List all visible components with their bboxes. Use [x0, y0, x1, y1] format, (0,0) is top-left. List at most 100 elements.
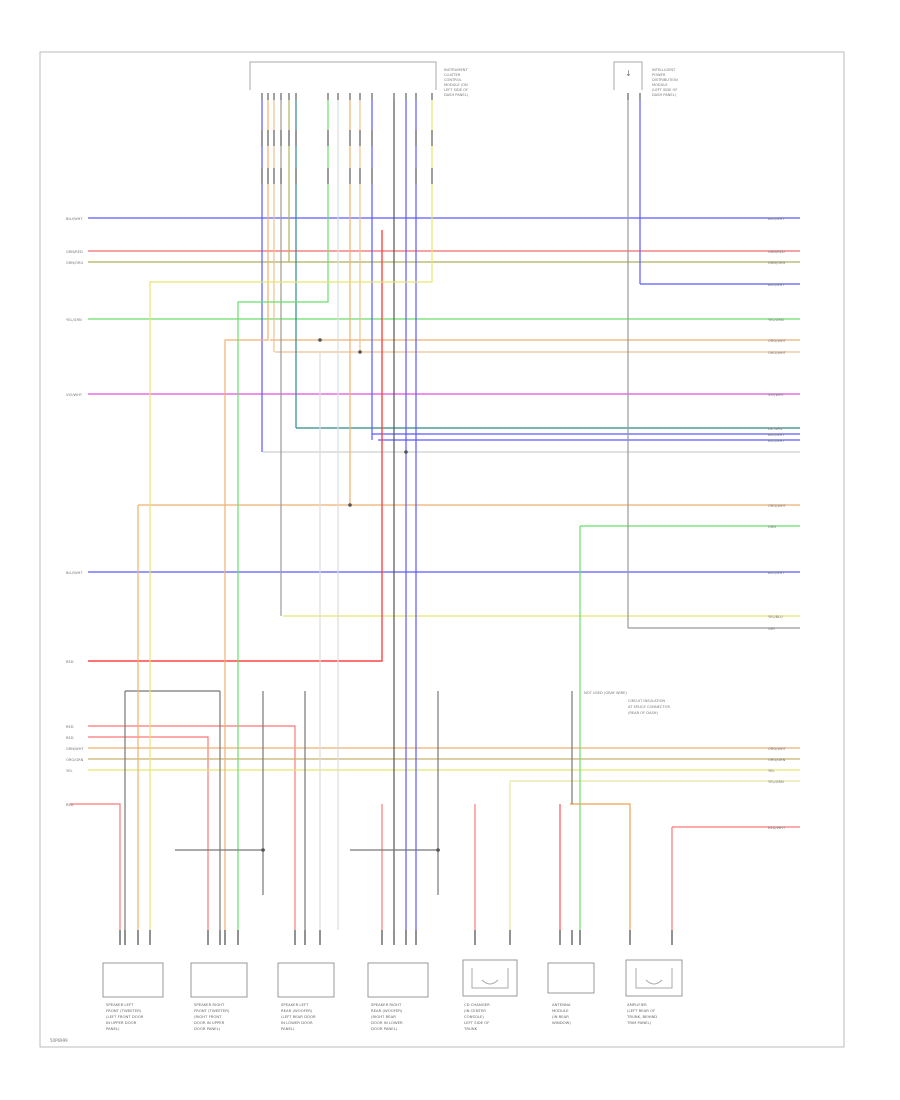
svg-text:ORG/GRN: ORG/GRN: [66, 758, 84, 762]
svg-text:DISTRIBUTION: DISTRIBUTION: [652, 78, 678, 82]
svg-text:DASH PANEL): DASH PANEL): [444, 93, 469, 97]
svg-text:BLU/WHT: BLU/WHT: [768, 439, 785, 443]
component-front-right-speaker: SPEAKER RIGHT FRONT (TWEETER) (RIGHT FRO…: [190, 962, 248, 1031]
svg-text:GRN/WHT: GRN/WHT: [66, 747, 84, 751]
rear-left-speaker-caption: SPEAKER LEFT REAR (WOOFER) (LEFT REAR DO…: [281, 1002, 316, 1031]
svg-text:DOOR IN LOWER: DOOR IN LOWER: [371, 1020, 403, 1025]
svg-text:ORG/GRN: ORG/GRN: [768, 758, 786, 762]
svg-text:ORG/WHT: ORG/WHT: [768, 504, 787, 508]
component-front-left-speaker: SPEAKER LEFT FRONT (TWEETER) (LEFT FRONT…: [102, 962, 164, 1031]
svg-text:(RIGHT REAR: (RIGHT REAR: [371, 1014, 396, 1019]
svg-text:POWER: POWER: [652, 73, 666, 77]
svg-text:RED/WHT: RED/WHT: [768, 826, 786, 830]
svg-text:GRN/RED: GRN/RED: [768, 250, 785, 254]
svg-text:PANEL): PANEL): [281, 1026, 295, 1031]
svg-text:YEL/GRN: YEL/GRN: [66, 318, 82, 322]
svg-text:CIRCUIT INSULATION: CIRCUIT INSULATION: [628, 699, 665, 703]
svg-text:(LEFT REAR OF: (LEFT REAR OF: [627, 1008, 655, 1013]
svg-text:MODULE (ON: MODULE (ON: [444, 83, 468, 87]
svg-text:YEL/BLU: YEL/BLU: [768, 615, 783, 619]
svg-text:BLU/WHT: BLU/WHT: [768, 571, 785, 575]
antenna-module-caption: ANTENNA MODULE (IN REAR WINDOW): [552, 1002, 571, 1025]
svg-text:IN LOWER DOOR: IN LOWER DOOR: [281, 1020, 313, 1025]
svg-text:BLU/WHT: BLU/WHT: [768, 217, 785, 221]
svg-text:SPEAKER LEFT: SPEAKER LEFT: [106, 1002, 134, 1007]
svg-text:ORG/WHT: ORG/WHT: [768, 747, 787, 751]
svg-text:DASH PANEL): DASH PANEL): [652, 93, 677, 97]
svg-text:GRN/RED: GRN/RED: [66, 250, 83, 254]
svg-text:BLU/WHT: BLU/WHT: [768, 433, 785, 437]
svg-text:DOOR PANEL): DOOR PANEL): [194, 1026, 221, 1031]
svg-text:FRONT (TWEETER): FRONT (TWEETER): [106, 1008, 142, 1013]
svg-text:VIO/WHT: VIO/WHT: [768, 393, 785, 397]
svg-text:NOT USED (GRAY WIRE): NOT USED (GRAY WIRE): [584, 691, 627, 695]
svg-text:(LEFT FRONT DOOR: (LEFT FRONT DOOR: [106, 1014, 144, 1019]
svg-text:(RIGHT FRONT: (RIGHT FRONT: [194, 1014, 222, 1019]
intelligent-power-connector: ↓ INTELLIGENT POWER DISTRIBUTION MODULE …: [613, 61, 678, 97]
svg-text:IN UPPER DOOR: IN UPPER DOOR: [106, 1020, 137, 1025]
svg-text:CLUSTER: CLUSTER: [444, 73, 461, 77]
svg-text:DK GRN: DK GRN: [768, 427, 783, 431]
wire-red-2: [88, 736, 209, 930]
svg-text:RED: RED: [66, 725, 74, 729]
wire-labels-left: BLU/WHT GRN/RED GRN/ORG YEL/GRN VIO/WHT …: [66, 217, 84, 807]
top-right-module-caption: INTELLIGENT POWER DISTRIBUTION MODULE (L…: [652, 68, 678, 97]
svg-text:(LEFT SIDE OF: (LEFT SIDE OF: [652, 88, 677, 92]
svg-text:FRONT (TWEETER): FRONT (TWEETER): [194, 1008, 230, 1013]
connector-pins: [261, 93, 641, 184]
svg-text:REAR (WOOFER): REAR (WOOFER): [371, 1008, 403, 1013]
amplifier-caption: AMPLIFIER (LEFT REAR OF TRUNK, BEHIND TR…: [626, 1002, 657, 1025]
svg-text:AMPLIFIER: AMPLIFIER: [627, 1002, 647, 1007]
splice-note: NOT USED (GRAY WIRE) CIRCUIT INSULATION …: [584, 691, 670, 715]
svg-text:YEL: YEL: [66, 769, 72, 773]
diagram-code: 50P6999: [50, 1038, 68, 1043]
svg-text:ORG/WHT: ORG/WHT: [768, 339, 787, 343]
svg-text:SPEAKER RIGHT: SPEAKER RIGHT: [371, 1002, 402, 1007]
svg-text:VIO/WHT: VIO/WHT: [66, 393, 83, 397]
component-rear-left-speaker: SPEAKER LEFT REAR (WOOFER) (LEFT REAR DO…: [277, 962, 335, 1031]
svg-text:YEL: YEL: [768, 769, 774, 773]
svg-text:CONTROL: CONTROL: [444, 78, 462, 82]
svg-text:DOOR PANEL): DOOR PANEL): [371, 1026, 398, 1031]
rear-right-speaker-caption: SPEAKER RIGHT REAR (WOOFER) (RIGHT REAR …: [371, 1002, 403, 1031]
splice-dots: [261, 338, 440, 852]
svg-text:TRUNK, BEHIND: TRUNK, BEHIND: [626, 1014, 657, 1019]
svg-text:RED: RED: [66, 803, 74, 807]
component-pins: [119, 930, 673, 945]
svg-text:RED: RED: [66, 736, 74, 740]
wire-red-3: [70, 803, 121, 930]
svg-text:BLU/WHT: BLU/WHT: [66, 217, 83, 221]
module-symbol: ↓: [625, 69, 632, 78]
cd-changer-caption: CD CHANGER (IN CENTER CONSOLE) LEFT SIDE…: [463, 1002, 490, 1031]
svg-text:LEFT SIDE OF: LEFT SIDE OF: [464, 1020, 489, 1025]
svg-text:ANTENNA: ANTENNA: [552, 1002, 571, 1007]
svg-text:AT SPLICE CONNECTOR: AT SPLICE CONNECTOR: [628, 705, 670, 709]
svg-text:(IN CENTER: (IN CENTER: [464, 1008, 486, 1013]
svg-text:INTELLIGENT: INTELLIGENT: [652, 68, 676, 72]
svg-text:RED: RED: [66, 660, 74, 664]
svg-text:GRN/ORG: GRN/ORG: [66, 261, 84, 265]
svg-text:CD CHANGER: CD CHANGER: [464, 1002, 490, 1007]
wire-labels-right: BLU/WHT GRN/RED GRN/ORG BLU/WHT YEL/GRN …: [768, 217, 787, 830]
component-cd-changer: CD CHANGER (IN CENTER CONSOLE) LEFT SIDE…: [462, 959, 518, 1031]
horizontal-wires: [70, 217, 800, 930]
front-right-speaker-caption: SPEAKER RIGHT FRONT (TWEETER) (RIGHT FRO…: [194, 1002, 230, 1031]
wire-red-main: [88, 230, 383, 662]
svg-text:CONSOLE): CONSOLE): [464, 1014, 484, 1019]
component-amplifier: AMPLIFIER (LEFT REAR OF TRUNK, BEHIND TR…: [625, 959, 683, 1025]
component-rear-right-speaker: SPEAKER RIGHT REAR (WOOFER) (RIGHT REAR …: [367, 962, 429, 1031]
svg-text:BLU/WHT: BLU/WHT: [768, 283, 785, 287]
svg-text:YEL/GRN: YEL/GRN: [768, 318, 784, 322]
svg-text:YEL/GRN: YEL/GRN: [768, 780, 784, 784]
svg-text:MODULE: MODULE: [552, 1008, 569, 1013]
wire-red-1: [88, 725, 296, 930]
svg-text:GRN/ORG: GRN/ORG: [768, 261, 786, 265]
svg-text:WINDOW): WINDOW): [552, 1020, 571, 1025]
instrument-cluster-connector: INSTRUMENT CLUSTER CONTROL MODULE (ON LE…: [249, 61, 469, 97]
svg-text:TRUNK: TRUNK: [463, 1026, 478, 1031]
svg-text:LEFT SIDE OF: LEFT SIDE OF: [444, 88, 468, 92]
svg-text:BLU/WHT: BLU/WHT: [66, 571, 83, 575]
svg-text:PANEL): PANEL): [106, 1026, 120, 1031]
